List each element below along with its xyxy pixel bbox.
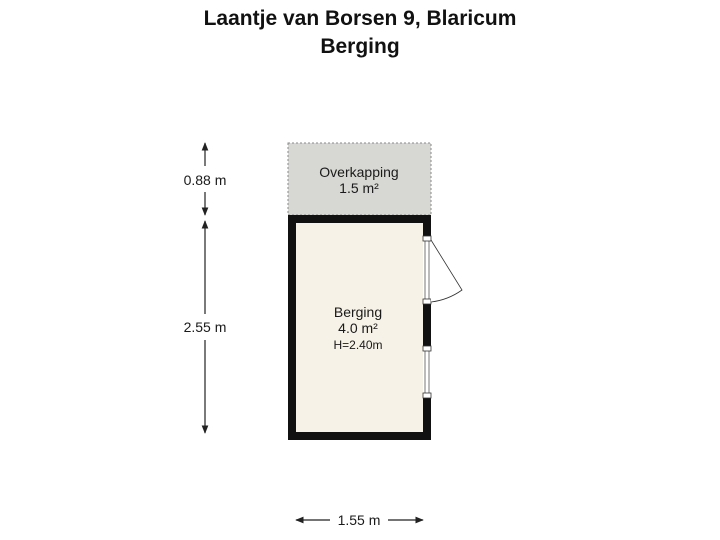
berging-area-label: 4.0 m² [338,320,378,336]
window-opening [422,345,432,399]
berging-name: Berging [334,304,382,320]
berging-height-label: H=2.40m [333,338,382,352]
overkapping-area [287,142,432,216]
berging-floor [296,223,423,432]
overkapping-area-label: 1.5 m² [339,180,379,196]
door-swing-arc [430,239,463,303]
dimension-overkapping-label: 0.88 m [184,172,227,188]
plan-title-floor: Berging [320,35,400,58]
dimension-berging-label: 2.55 m [184,319,227,335]
door-opening [422,235,432,305]
overkapping-name: Overkapping [319,164,398,180]
dimension-width-label: 1.55 m [338,512,381,528]
plan-title-address: Laantje van Borsen 9, Blaricum [203,7,517,30]
